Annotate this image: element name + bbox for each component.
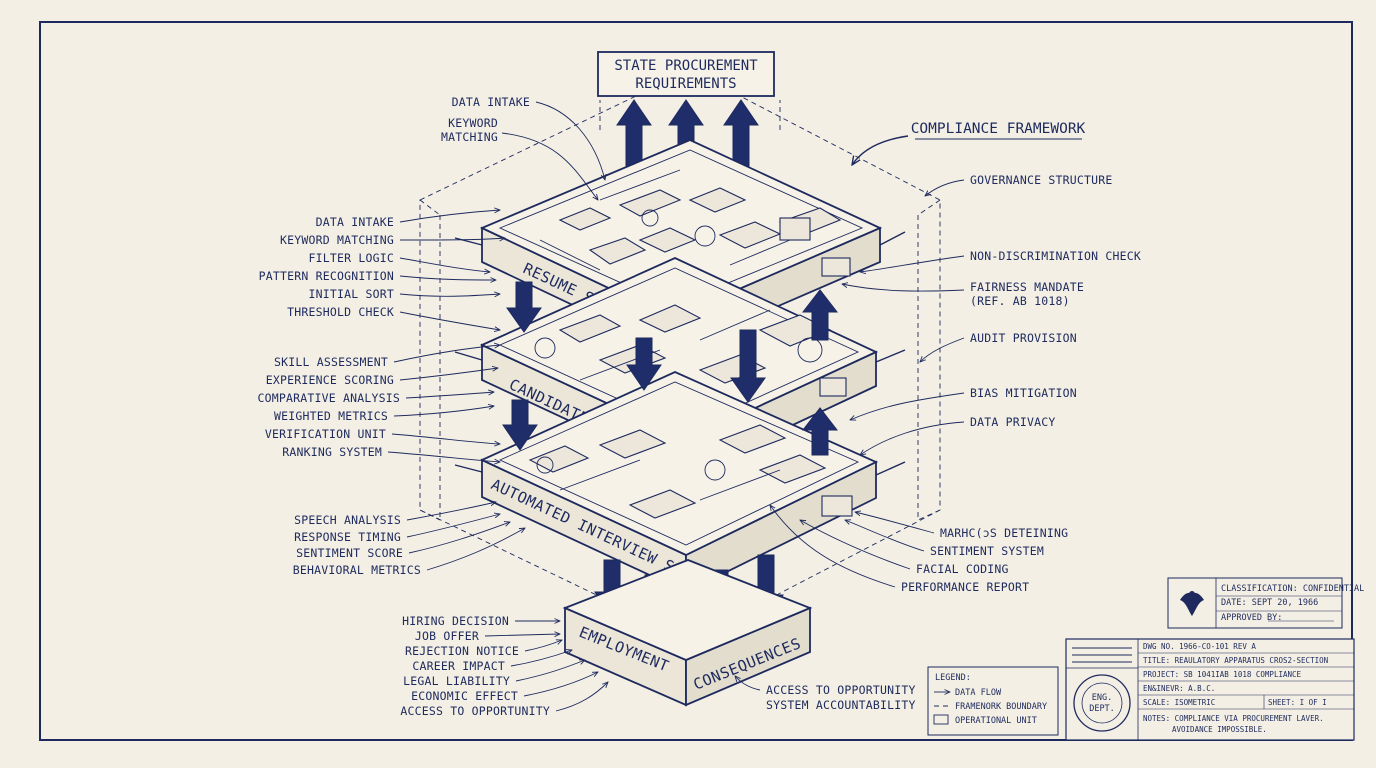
label-fairness-1: FAIRNESS MANDATE — [970, 280, 1084, 294]
tb-project: PROJECT: SB 1041IAB 1018 COMPLIANCE — [1143, 670, 1302, 679]
label-resume-0: DATA INTAKE — [316, 215, 394, 229]
label-privacy: DATA PRIVACY — [970, 415, 1055, 429]
tb-notes1: NOTES: COMPLIANCE VIA PROCUREMENT LAVER. — [1143, 714, 1324, 723]
left-labels-interview: SPEECH ANALYSIS RESPONSE TIMING SENTIMEN… — [293, 502, 525, 577]
label-candidate-3: WEIGHTED METRICS — [274, 409, 388, 423]
label-top-matching: MATCHING — [441, 130, 498, 144]
label-right-consequences-1: SYSTEM ACCOUNTABILITY — [766, 698, 916, 712]
tb-notes2: AVOIDANCE IMPOSSIBLE. — [1172, 725, 1267, 734]
left-labels-resume: DATA INTAKE KEYWORD MATCHING FILTER LOGI… — [259, 210, 505, 330]
label-candidate-4: VERIFICATION UNIT — [265, 427, 386, 441]
classification-line1: CLASSIFICATION: CONFIDENTIAL — [1221, 584, 1364, 594]
legend-item-0: DATA FLOW — [955, 688, 1002, 698]
left-labels-employment: HIRING DECISION JOB OFFER REJECTION NOTI… — [400, 614, 608, 718]
label-employment-6: ACCESS TO OPPORTUNITY — [400, 704, 550, 718]
label-candidate-2: COMPARATIVE ANALYSIS — [258, 391, 400, 405]
label-right-interview-3: PERFORMANCE REPORT — [901, 580, 1029, 594]
label-candidate-0: SKILL ASSESSMENT — [274, 355, 388, 369]
label-top-data-intake: DATA INTAKE — [452, 95, 530, 109]
label-employment-4: LEGAL LIABILITY — [403, 674, 510, 688]
label-audit: AUDIT PROVISION — [970, 331, 1077, 345]
label-resume-1: KEYWORD MATCHING — [280, 233, 394, 247]
drawing-border — [39, 21, 1353, 741]
interview-modules — [528, 424, 853, 519]
legend-item-2: OPERATIONAL UNIT — [955, 716, 1037, 726]
label-resume-5: THRESHOLD CHECK — [287, 305, 394, 319]
label-resume-3: PATTERN RECOGNITION — [259, 269, 394, 283]
legend-title: LEGEND: — [935, 673, 971, 683]
left-labels-top: DATA INTAKE KEYWORD MATCHING — [441, 95, 605, 200]
classification-line2: DATE: SEPT 20, 1966 — [1221, 598, 1318, 608]
upward-flow-arrows — [616, 99, 759, 183]
legend: LEGEND: DATA FLOW FRAMENORK BOUNDARY OPE… — [927, 666, 1059, 736]
tb-dwg: DWG NO. 1966-CO-101 REV A — [1143, 642, 1256, 651]
label-employment-0: HIRING DECISION — [402, 614, 509, 628]
stamp-line2: DEPT. — [1089, 704, 1115, 714]
classification-line3: APPROVED BY: — [1221, 613, 1282, 623]
right-upward-arrows — [801, 289, 839, 456]
label-interview-0: SPEECH ANALYSIS — [294, 513, 401, 527]
eng-dept-stamp: ENG. DEPT. — [1073, 674, 1131, 732]
top-box-line2: REQUIREMENTS — [635, 76, 736, 92]
label-resume-2: FILTER LOGIC — [309, 251, 394, 265]
label-nondiscrimination: NON-DISCRIMINATION CHECK — [970, 249, 1141, 263]
tb-engineer: EN&INEVR: A.B.C. — [1143, 684, 1215, 693]
label-interview-1: RESPONSE TIMING — [294, 530, 401, 544]
label-employment-3: CAREER IMPACT — [412, 659, 505, 673]
top-box-line1: STATE PROCUREMENT — [614, 58, 758, 74]
title-block: ENG. DEPT. DWG NO. 1966-CO-101 REV A TIT… — [1065, 638, 1355, 741]
label-employment-1: JOB OFFER — [415, 629, 479, 643]
label-right-consequences-0: ACCESS TO OPPORTUNITY — [766, 683, 916, 697]
classification-block: CLASSIFICATION: CONFIDENTIAL DATE: SEPT … — [1167, 577, 1364, 629]
eagle-seal-icon — [1180, 591, 1204, 616]
compliance-title: COMPLIANCE FRAMEWORK — [911, 121, 1086, 137]
label-candidate-1: EXPERIENCE SCORING — [266, 373, 394, 387]
employment-consequences-base: EMPLOYMENT CONSEQUENCES — [562, 559, 813, 707]
legend-item-1: FRAMENORK BOUNDARY — [955, 702, 1047, 712]
label-right-interview-0: MARHC(ɔS DETEINING — [940, 526, 1068, 540]
state-procurement-box: STATE PROCUREMENT REQUIREMENTS — [597, 51, 775, 97]
stamp-line1: ENG. — [1092, 693, 1112, 703]
resume-modules — [539, 169, 851, 295]
label-employment-5: ECONOMIC EFFECT — [411, 689, 518, 703]
label-employment-2: REJECTION NOTICE — [405, 644, 519, 658]
tb-sheet: SHEET: I OF I — [1268, 698, 1327, 707]
left-labels-candidate: SKILL ASSESSMENT EXPERIENCE SCORING COMP… — [258, 345, 500, 462]
label-right-interview-1: SENTIMENT SYSTEM — [930, 544, 1044, 558]
label-governance: GOVERNANCE STRUCTURE — [970, 173, 1112, 187]
label-bias: BIAS MITIGATION — [970, 386, 1077, 400]
label-candidate-5: RANKING SYSTEM — [282, 445, 382, 459]
label-interview-2: SENTIMENT SCORE — [296, 546, 403, 560]
compliance-framework-callout: COMPLIANCE FRAMEWORK — [852, 121, 1086, 165]
tb-title: TITLE: REAULATORY APPARATUS CROS2-SECTIO… — [1143, 656, 1328, 665]
label-fairness-2: (REF. AB 1018) — [970, 294, 1070, 308]
right-labels: GOVERNANCE STRUCTURE NON-DISCRIMINATION … — [735, 173, 1141, 712]
layer-resume-screening: RESUME SCREENING — [454, 139, 906, 354]
tb-scale: SCALE: ISOMETRIC — [1143, 698, 1215, 707]
label-right-interview-2: FACIAL CODING — [916, 562, 1009, 576]
label-resume-4: INITIAL SORT — [309, 287, 394, 301]
label-top-keyword: KEYWORD — [448, 116, 498, 130]
label-interview-3: BEHAVIORAL METRICS — [293, 563, 421, 577]
